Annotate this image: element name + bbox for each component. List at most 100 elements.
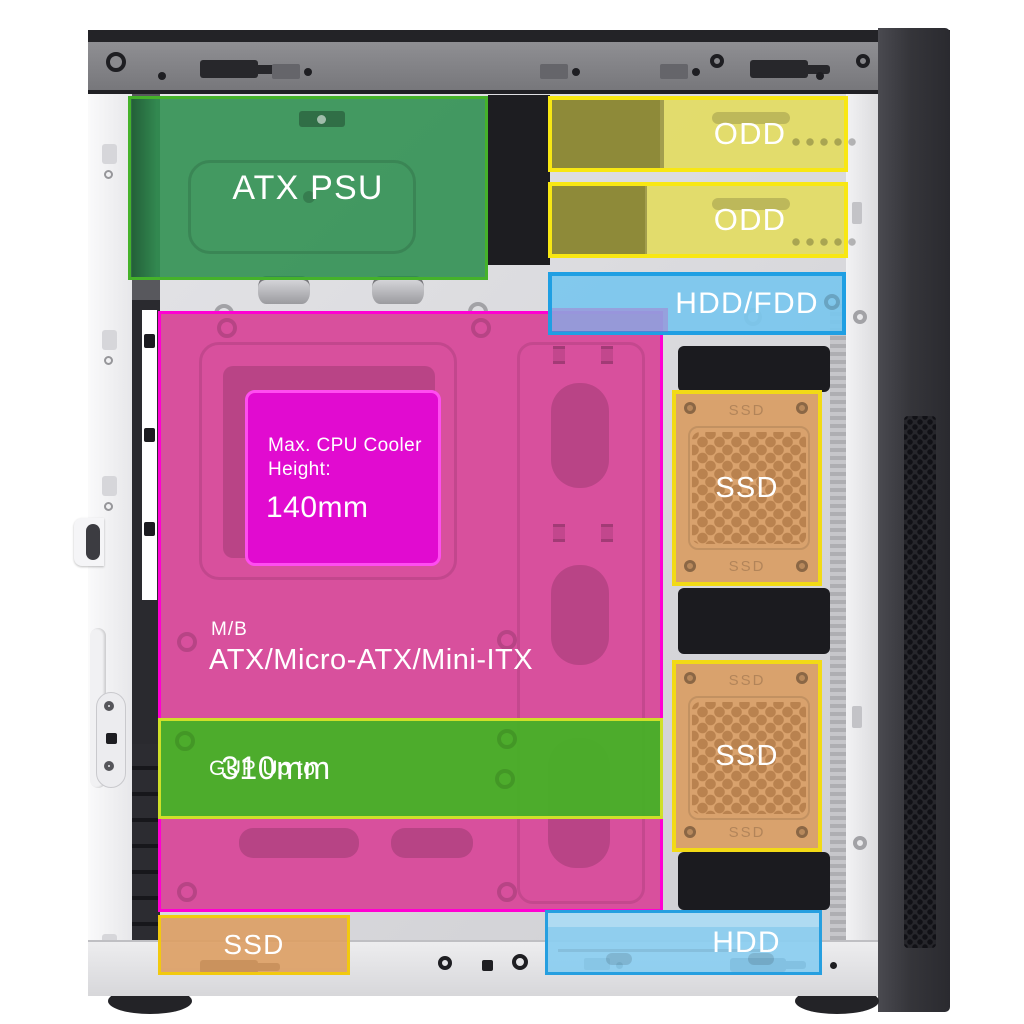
screw-hole xyxy=(438,956,452,970)
region-hdd-bottom: HDD xyxy=(545,910,822,975)
cable-slot xyxy=(551,565,609,665)
mount-slot xyxy=(254,65,282,74)
mount-slot xyxy=(200,60,258,78)
plate-emboss xyxy=(688,426,810,550)
square-hole xyxy=(482,960,493,971)
screw-hole xyxy=(106,52,126,72)
tray-emboss xyxy=(558,949,768,952)
motherboard-type-label: M/B xyxy=(211,619,248,640)
gpu-value: 310mm xyxy=(221,750,331,786)
square-hole xyxy=(106,733,117,744)
screw-hole xyxy=(104,701,114,711)
latch-slot xyxy=(272,64,300,79)
psu-emboss xyxy=(188,160,416,254)
region-label: SSD xyxy=(715,739,779,772)
standoff-screw xyxy=(175,731,195,751)
screw-hole xyxy=(710,54,724,68)
drive-bay-opening xyxy=(678,852,830,910)
plate-emboss xyxy=(688,696,810,820)
cpu-cooler-label-line2: Height: xyxy=(268,459,332,480)
screw-hole xyxy=(104,356,113,365)
region-atx-psu: ATX PSU xyxy=(128,96,488,280)
screw xyxy=(684,826,696,838)
drive-bay-opening xyxy=(678,588,830,654)
case-front-edge xyxy=(846,94,878,970)
hex-vent-pattern xyxy=(692,702,806,814)
cpu-cutout-emboss xyxy=(199,342,457,580)
screw-hole xyxy=(853,310,867,324)
embossed-label: SSD xyxy=(728,402,766,419)
case-top-edge xyxy=(88,30,950,44)
standoff-screw xyxy=(497,729,517,749)
slot-clip xyxy=(144,522,155,536)
standoff-screw xyxy=(177,882,197,902)
region-gpu: GUP Up to 310mm xyxy=(158,718,663,819)
drive-vent-dots xyxy=(789,238,859,246)
cable-channel xyxy=(517,342,645,904)
cable-slot xyxy=(551,383,609,488)
bay-shadow xyxy=(131,99,157,277)
embossed-label: SSD xyxy=(728,824,766,841)
tray-highlight xyxy=(548,913,819,927)
psu-vent xyxy=(132,744,160,962)
cable-clip xyxy=(601,524,613,542)
region-odd-top: ODD xyxy=(548,96,859,172)
slot-clip xyxy=(144,334,155,348)
screw xyxy=(796,672,808,684)
screw-hole xyxy=(104,502,113,511)
cable-clip xyxy=(601,346,613,364)
rivet xyxy=(304,68,312,76)
screw-hole xyxy=(104,170,113,179)
cage-shadow xyxy=(552,100,664,168)
cable-slot xyxy=(239,828,359,858)
drive-emboss xyxy=(712,112,790,124)
clip xyxy=(852,706,862,728)
panel-latch-tab xyxy=(74,518,104,566)
cpu-cooler-label-line1: Max. CPU Cooler xyxy=(268,435,422,456)
region-label: HDD xyxy=(712,925,781,959)
cable-grommet xyxy=(372,276,424,304)
drive-emboss xyxy=(712,198,790,210)
region-label: HDD/FDD xyxy=(675,286,819,320)
screw xyxy=(796,402,808,414)
mount-slot xyxy=(102,476,117,496)
cage-shadow xyxy=(552,186,647,254)
screw xyxy=(796,560,808,572)
cable-grommet xyxy=(258,276,310,304)
screw xyxy=(684,672,696,684)
rivet xyxy=(572,68,580,76)
region-label: ODD xyxy=(713,202,787,237)
region-label: ODD xyxy=(713,116,787,151)
rivet xyxy=(317,115,326,124)
latch-slot xyxy=(540,64,568,79)
standoff-screw xyxy=(471,318,491,338)
slot-clip xyxy=(144,428,155,442)
rear-panel-strip xyxy=(132,94,160,962)
front-vent-grille xyxy=(904,416,936,948)
clip xyxy=(852,202,862,224)
screw-hole xyxy=(856,54,870,68)
expansion-slot xyxy=(142,310,157,600)
region-cpu-cooler: Max. CPU Cooler Height: 140mm xyxy=(245,390,441,566)
standoff-screw xyxy=(495,769,515,789)
screw-hole xyxy=(824,294,840,310)
latch-slot xyxy=(660,64,688,79)
odd-cage xyxy=(488,95,550,265)
screw xyxy=(684,402,696,414)
mount-slot xyxy=(102,144,117,164)
screw-hole xyxy=(853,836,867,850)
screw-hole xyxy=(104,761,114,771)
tray-foot xyxy=(748,953,774,965)
bracket-plate xyxy=(96,692,126,788)
rivet xyxy=(692,68,700,76)
front-mesh-strip xyxy=(830,300,846,940)
mount-slot xyxy=(102,330,117,350)
rivet xyxy=(830,962,837,969)
region-hdd-fdd: HDD/FDD xyxy=(548,272,846,335)
cpu-cooler-value: 140mm xyxy=(266,491,369,524)
standoff-screw xyxy=(177,632,197,652)
region-label: ATX PSU xyxy=(232,168,384,207)
drive-vent-dots xyxy=(789,138,859,146)
case-top-rail xyxy=(88,42,950,94)
